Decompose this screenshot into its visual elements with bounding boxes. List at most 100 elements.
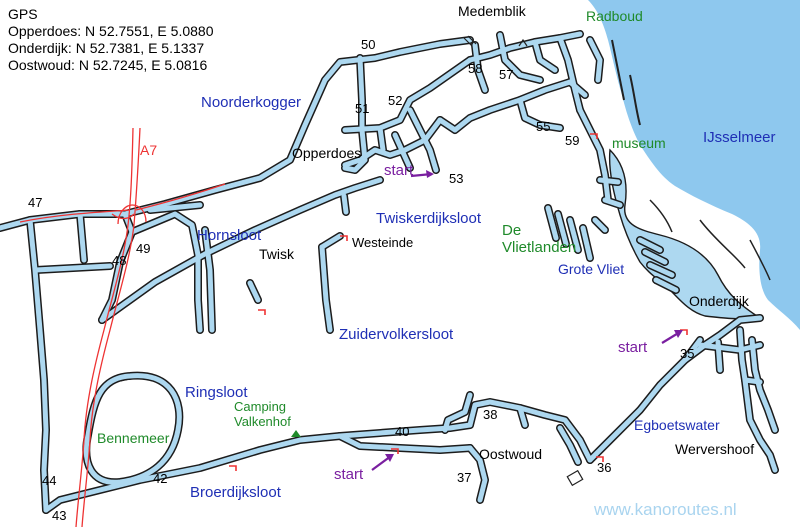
canal (33, 263, 113, 273)
canal (577, 107, 611, 203)
waypoint-43: 43 (52, 508, 67, 523)
grote-vliet-water (608, 148, 763, 320)
canal (642, 249, 668, 265)
canal (555, 211, 569, 247)
label-radboud: Radboud (586, 8, 643, 24)
label-opperdoes: Opperdoes (292, 145, 362, 161)
gps-line-oostwoud: Oostwoud: N 52.7245, E 5.0816 (8, 57, 208, 73)
canal (517, 97, 563, 131)
canal (472, 42, 488, 93)
canal (342, 127, 368, 173)
label-a7: A7 (140, 142, 158, 158)
start-label-south: start (334, 466, 364, 483)
lock-markers (463, 35, 584, 487)
canal (637, 237, 663, 253)
waypoint-51: 51 (355, 101, 370, 116)
canal (647, 262, 675, 278)
canal (147, 202, 203, 213)
label-egboetswater: Egboetswater (634, 417, 720, 433)
canal (592, 217, 608, 233)
canal (202, 227, 215, 333)
waypoint-44: 44 (42, 473, 57, 488)
canal (337, 433, 473, 453)
canal (653, 277, 679, 293)
canal (319, 244, 333, 333)
label-ringsloot: Ringsloot (185, 384, 248, 401)
label-de: De (502, 222, 522, 239)
canal (497, 32, 543, 83)
canal (357, 55, 365, 133)
start-label-east: start (618, 339, 648, 356)
label-zuidervolkersloot: Zuidervolkersloot (339, 326, 454, 343)
canal (597, 177, 621, 185)
canal (467, 31, 583, 63)
waypoint-42: 42 (153, 471, 168, 486)
label-vlietlanden: Vlietlanden (502, 239, 577, 256)
waypoint-49: 49 (136, 241, 151, 256)
waypoint-37: 37 (457, 470, 472, 485)
canal (602, 197, 623, 208)
label-camping: Camping (234, 399, 287, 414)
label-oostwoud: Oostwoud (479, 446, 543, 462)
waypoint-47: 47 (28, 195, 43, 210)
canal (43, 433, 343, 513)
waypoint-38: 38 (483, 407, 498, 422)
canal (545, 205, 559, 241)
canal (715, 339, 723, 373)
canal (437, 79, 573, 133)
waypoint-52: 52 (388, 93, 403, 108)
label-museum: museum (612, 135, 666, 151)
waypoint-57: 57 (499, 67, 514, 82)
canal (532, 39, 558, 73)
canal (580, 225, 593, 261)
waypoint-53: 53 (449, 171, 464, 186)
start-arrow-south (371, 454, 394, 471)
canal (567, 217, 581, 253)
watermark: www.kanoroutes.nl (594, 500, 737, 519)
waypoint-55: 55 (536, 119, 551, 134)
label-valkenhof: Valkenhof (234, 414, 291, 429)
waypoint-36: 36 (597, 460, 612, 475)
label-twisk: Twisk (259, 246, 294, 262)
label-bennemeer: Bennemeer (97, 430, 170, 446)
canal (122, 37, 473, 217)
label-twiskerdijksloot: Twiskerdijksloot (376, 210, 482, 227)
ijsselmeer-water (588, 0, 800, 330)
canal (557, 425, 581, 465)
canal-network (0, 30, 779, 514)
tent-icon (291, 430, 301, 437)
waypoint-59: 59 (565, 133, 580, 148)
gps-coordinates: GPS Opperdoes: N 52.7551, E 5.0880 Onder… (8, 6, 213, 74)
canal (407, 107, 439, 173)
start-arrow-north (410, 170, 434, 178)
bennemeer-island (91, 379, 175, 478)
canal (517, 405, 528, 428)
waypoint-58: 58 (468, 61, 483, 76)
label-ijsselmeer: IJsselmeer (703, 129, 776, 146)
canal (319, 233, 343, 250)
start-arrow-east (661, 330, 683, 344)
gps-line-opperdoes: Opperdoes: N 52.7551, E 5.0880 (8, 23, 214, 39)
canal (749, 337, 778, 433)
canal (337, 422, 473, 439)
gps-heading: GPS (8, 6, 38, 22)
waypoint-50: 50 (361, 37, 376, 52)
label-onderdijk: Onderdijk (689, 293, 749, 309)
a7-motorway (19, 127, 226, 527)
canal (682, 337, 703, 363)
canal-outline (586, 314, 764, 464)
canal (587, 37, 603, 83)
waypoint-48: 48 (112, 253, 127, 268)
canal (392, 132, 413, 171)
start-arrows (371, 170, 683, 471)
label-hornsloot: Hornsloot (197, 227, 262, 244)
canal (341, 193, 349, 215)
label-westeinde: Westeinde (352, 235, 414, 250)
canal (129, 211, 203, 333)
canal (247, 280, 261, 303)
canal (442, 392, 473, 433)
canal (557, 35, 583, 113)
waypoint-35: 35 (680, 346, 695, 361)
canal (742, 377, 763, 385)
